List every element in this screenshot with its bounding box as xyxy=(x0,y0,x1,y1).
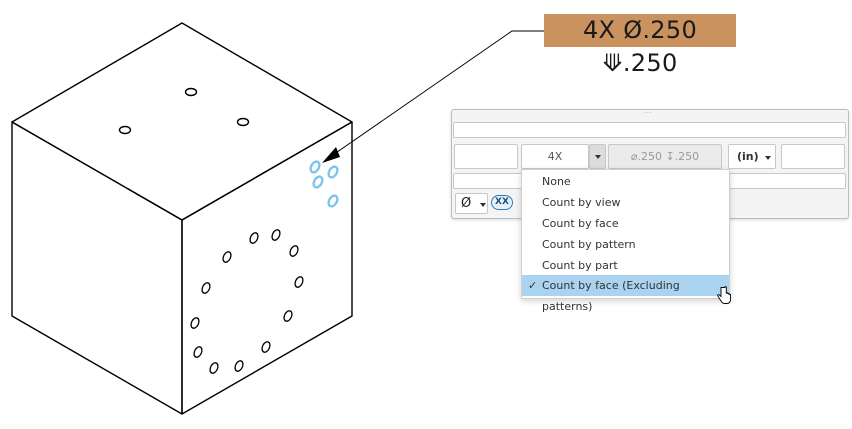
leader-line xyxy=(329,30,544,158)
chevron-down-icon xyxy=(765,156,771,160)
count-dropdown-button[interactable] xyxy=(589,144,606,169)
suffix-field[interactable] xyxy=(781,144,845,169)
symbol-dropdown[interactable]: Ø xyxy=(455,193,488,214)
chevron-down-icon xyxy=(480,203,486,207)
menu-item-count-by-view[interactable]: Count by view xyxy=(542,196,621,209)
top-text-field[interactable] xyxy=(453,122,846,138)
hole-callout-annotation[interactable]: 4X Ø.250 ⟱.250 xyxy=(544,14,736,77)
decimal-places-button[interactable]: XX xyxy=(491,195,513,210)
cube-top-face xyxy=(11,22,353,221)
menu-item-count-by-pattern[interactable]: Count by pattern xyxy=(542,238,636,251)
xx-label: XX xyxy=(495,197,509,207)
highlighted-holes xyxy=(309,160,339,208)
count-field[interactable]: 4X xyxy=(521,144,589,169)
units-dropdown[interactable]: (in) xyxy=(728,144,776,169)
menu-item-label: Count by face (Excluding patterns) xyxy=(542,279,680,313)
chevron-down-icon xyxy=(595,155,601,159)
leader-arrowhead xyxy=(322,147,340,163)
check-icon: ✓ xyxy=(528,279,538,292)
units-label: (in) xyxy=(737,150,759,163)
hole-callout-field: ⌀.250 ↧.250 xyxy=(608,144,722,169)
cube-left-face xyxy=(11,121,183,415)
menu-item-count-by-face-excluding-patterns[interactable]: ✓ Count by face (Excluding patterns) xyxy=(522,275,729,313)
count-type-dropdown-menu: None Count by view Count by face Count b… xyxy=(521,169,730,313)
drag-grip-icon[interactable]: ··· xyxy=(644,110,653,117)
hand-pointer-cursor-icon xyxy=(717,286,731,304)
menu-item-count-by-part[interactable]: Count by part xyxy=(542,259,618,272)
diameter-symbol-icon: Ø xyxy=(461,196,472,211)
menu-item-count-by-face[interactable]: Count by face xyxy=(542,217,619,230)
menu-item-none[interactable]: None xyxy=(542,175,571,188)
cube-right-face xyxy=(181,121,353,415)
prefix-field[interactable] xyxy=(454,144,518,169)
